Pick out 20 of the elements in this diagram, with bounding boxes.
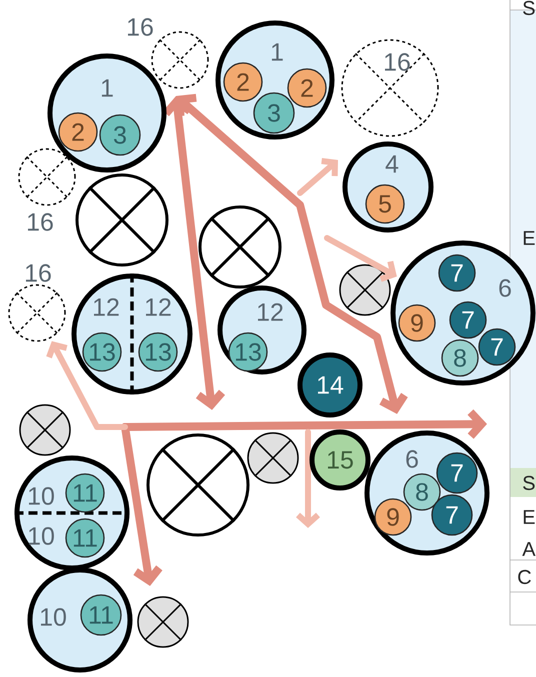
table-text: S	[523, 0, 535, 16]
crossed-circle	[339, 264, 391, 316]
crossed-circle	[247, 432, 299, 484]
crossed-circle	[19, 404, 71, 456]
crossed-circle	[198, 206, 282, 288]
arrow	[46, 341, 128, 430]
table-text: A	[522, 542, 536, 556]
table-text: C	[518, 570, 531, 584]
number-label: 16	[26, 264, 51, 282]
table-text: E	[524, 510, 535, 524]
crossed-circle	[76, 174, 168, 266]
dashed-crossed-circle	[151, 31, 209, 89]
table-text: S	[523, 476, 535, 490]
crossed-circle	[146, 434, 250, 536]
number-label: 16	[28, 213, 53, 231]
dashed-crossed-circle	[18, 148, 76, 206]
crossed-circle	[137, 596, 189, 648]
dashed-crossed-circle	[8, 284, 66, 342]
number-label: 16	[128, 18, 153, 36]
arrow	[324, 235, 397, 282]
